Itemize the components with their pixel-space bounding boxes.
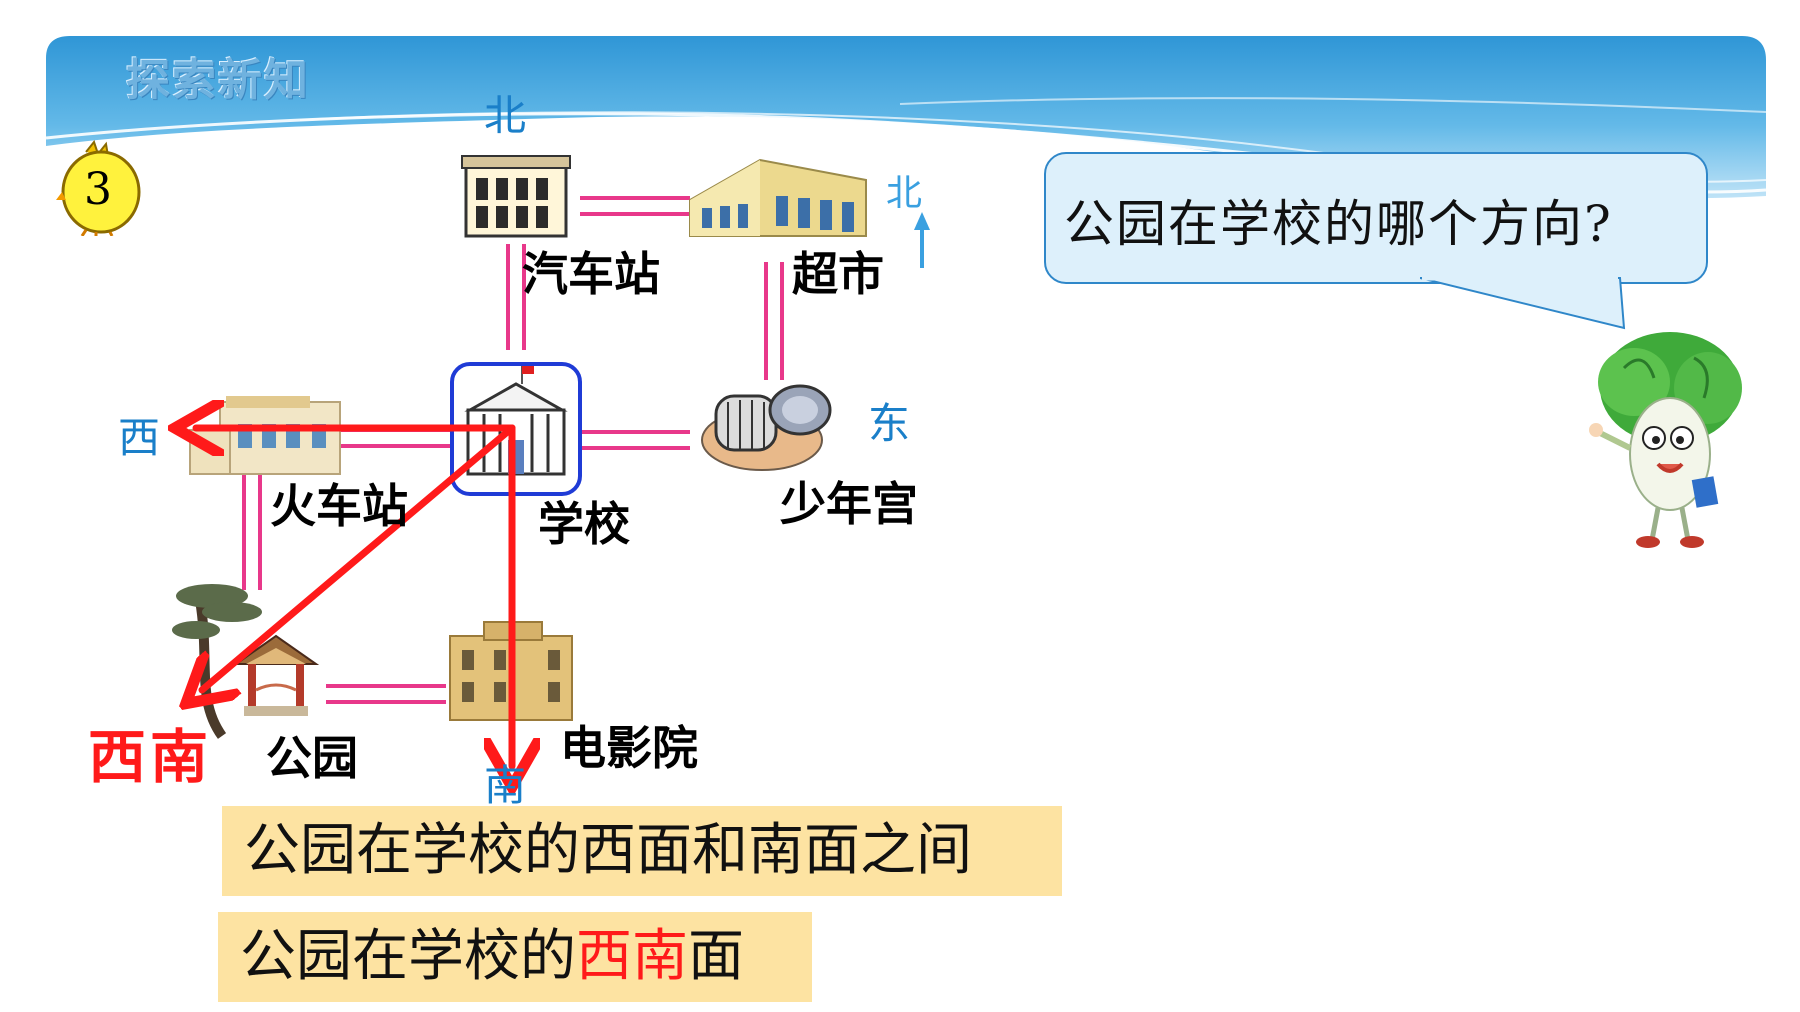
cinema-label: 电影院 bbox=[560, 721, 698, 775]
compass-north-label: 北 bbox=[484, 91, 527, 140]
bus-station-label: 汽车站 bbox=[522, 247, 660, 301]
chick-icon bbox=[56, 140, 141, 236]
school-label: 学校 bbox=[538, 497, 630, 551]
train-station-label: 火车站 bbox=[270, 479, 408, 533]
north-arrow-icon bbox=[914, 212, 930, 268]
train-station-building-icon bbox=[189, 396, 341, 475]
park-label: 公园 bbox=[266, 731, 358, 785]
southwest-direction-label: 西南 bbox=[88, 723, 213, 791]
section-title: 探索新知 bbox=[126, 55, 310, 106]
youth-palace-label: 少年宫 bbox=[780, 477, 918, 531]
answer-line-2-suffix: 面 bbox=[688, 924, 744, 989]
southwest-arrow bbox=[202, 424, 516, 690]
bus-station-building-icon bbox=[461, 155, 571, 238]
direction-arrows bbox=[196, 428, 512, 766]
compass-east-label: 东 bbox=[868, 399, 911, 448]
youth-palace-building-icon bbox=[701, 384, 832, 471]
answer-line-2: 公园在学校的西南面 bbox=[218, 912, 812, 1002]
supermarket-label: 超市 bbox=[792, 247, 884, 301]
supermarket-building-icon bbox=[689, 158, 867, 237]
compass-south-label: 南 bbox=[484, 761, 527, 810]
cabbage-mascot-icon bbox=[1589, 332, 1742, 548]
answer-line-1: 公园在学校的西面和南面之间 bbox=[222, 806, 1062, 896]
bubble-tail bbox=[1420, 276, 1626, 330]
answer-line-2-prefix: 公园在学校的 bbox=[240, 924, 576, 989]
answer-line-2-highlight: 西南 bbox=[576, 924, 688, 989]
compass-west-label: 西 bbox=[118, 413, 161, 462]
question-bubble bbox=[1044, 152, 1708, 284]
school-building-icon bbox=[464, 366, 568, 476]
problem-number-badge: 3 bbox=[84, 164, 112, 215]
legend-north-label: 北 bbox=[886, 173, 923, 214]
question-text: 公园在学校的哪个方向? bbox=[1064, 195, 1613, 253]
